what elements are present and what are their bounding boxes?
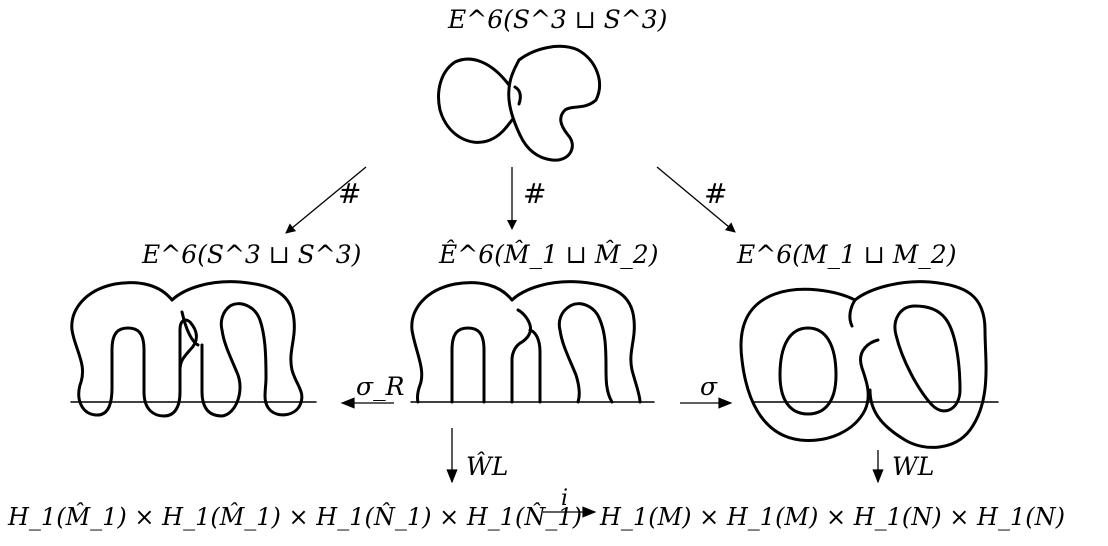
left-component-2 (170, 280, 304, 418)
left-component-1-over (180, 310, 200, 347)
arrow-top-to-left (285, 166, 367, 234)
right-label: E^6(M_1 ⊔ M_2) (737, 240, 957, 269)
hash-center: # (523, 177, 547, 210)
hash-right: # (704, 177, 728, 210)
center-component-2-left (528, 328, 542, 404)
left-label: E^6(S^3 ⊔ S^3) (142, 240, 362, 269)
right-component-2-inner (893, 304, 962, 413)
top-link-right-component (507, 44, 601, 162)
center-component-1 (410, 281, 514, 404)
center-component-1-right (510, 308, 532, 404)
top-link-diagram (437, 44, 601, 162)
wl-label: WL (892, 452, 935, 481)
top-link-left-component-end (513, 85, 522, 106)
bottom-right-homology: H_1(M) × H_1(M) × H_1(N) × H_1(N) (600, 503, 1065, 531)
i-label: i (561, 486, 569, 511)
left-component-1 (70, 281, 198, 418)
right-component-1 (739, 287, 880, 442)
top-label: E^6(S^3 ⊔ S^3) (448, 5, 668, 34)
sigma-R-label: σ_R (356, 372, 405, 401)
right-component-2 (853, 280, 988, 449)
sigma-label: σ (700, 372, 718, 401)
right-component-1-inner (778, 326, 838, 416)
right-link-diagram (739, 280, 999, 449)
center-component-1-inner (450, 326, 486, 404)
hash-left: # (338, 177, 362, 210)
center-component-2 (510, 280, 642, 404)
left-link-diagram (70, 280, 317, 418)
bottom-left-homology: H_1(M̂_1) × H_1(M̂_1) × H_1(N̂_1) × H_1(… (8, 503, 583, 531)
top-link-left-component (437, 57, 514, 144)
center-component-2-inner (557, 302, 614, 404)
center-link-diagram (410, 280, 655, 404)
center-label: Ê^6(M̂_1 ⊔ M̂_2) (439, 240, 659, 269)
right-component-1-cross (848, 298, 857, 328)
arrow-top-to-right (656, 166, 736, 233)
whl-label: ŴL (466, 452, 509, 481)
